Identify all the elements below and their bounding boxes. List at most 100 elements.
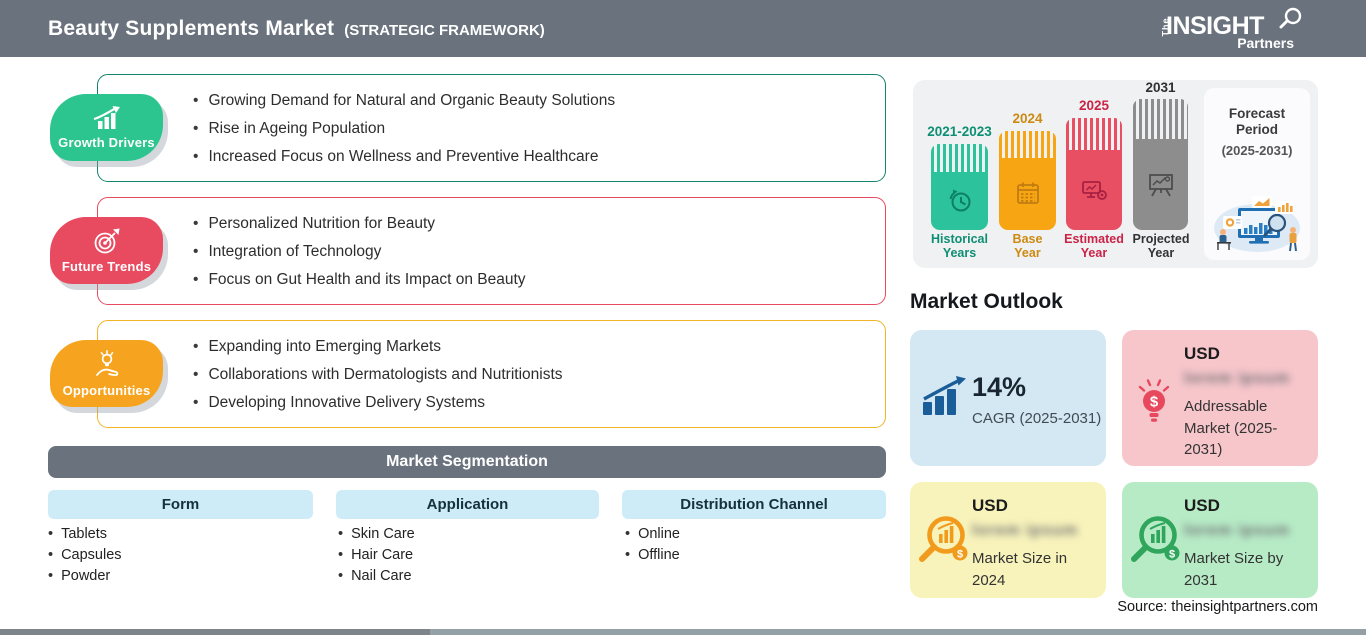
badge-label: Future Trends	[61, 258, 152, 274]
currency-label: USD	[1184, 344, 1220, 363]
timeline-caption: Projected Year	[1132, 232, 1190, 260]
card-label: Market Size in 2024	[972, 550, 1068, 589]
segmentation-title: Market Segmentation	[386, 453, 548, 470]
timeline-caption: Historical Years	[931, 232, 988, 260]
timeline-caption: Base Year	[1012, 232, 1043, 260]
base-year-bar	[999, 131, 1056, 230]
future-trends-badge: Future Trends	[50, 217, 163, 284]
badge-label: Opportunities	[62, 382, 151, 398]
column-header-label: Distribution Channel	[680, 496, 828, 513]
redacted-value: lorem ipsum	[1184, 522, 1291, 539]
form-list: Tablets Capsules Powder	[48, 524, 122, 587]
bar-body	[999, 158, 1056, 230]
opportunities-list: Expanding into Emerging Markets Collabor…	[98, 321, 885, 427]
list-item: Integration of Technology	[193, 242, 865, 262]
bottom-divider-segment	[0, 629, 430, 635]
market-size-2024-card: $ USD lorem ipsum Market Size in 2024	[910, 482, 1106, 598]
estimated-year-bar	[1066, 118, 1122, 230]
bar-stripes	[1133, 99, 1188, 139]
list-item: Increased Focus on Wellness and Preventi…	[193, 147, 865, 167]
bar-chart-growth-icon	[93, 105, 120, 129]
bulb-hand-icon	[95, 349, 118, 376]
addressable-market-card: $ USD lorem ipsum Addressable Market (20…	[1122, 330, 1318, 466]
bottom-divider-bar	[0, 629, 1366, 635]
future-trends-list: Personalized Nutrition for Beauty Integr…	[98, 198, 885, 304]
bar-stripes	[931, 144, 988, 172]
cagr-label: CAGR (2025-2031)	[972, 410, 1102, 427]
column-header-application: Application	[336, 490, 599, 519]
list-item: Offline	[625, 545, 680, 566]
bar-body	[1066, 150, 1122, 230]
list-item: Expanding into Emerging Markets	[193, 337, 865, 357]
forecast-title-line: Period	[1235, 122, 1278, 137]
future-trends-box: Personalized Nutrition for Beauty Integr…	[97, 197, 886, 305]
card-label: Addressable Market (2025-2031)	[1184, 398, 1278, 458]
presentation-chart-icon	[1148, 173, 1173, 196]
list-item: Online	[625, 524, 680, 545]
page-title: Beauty Supplements Market	[48, 16, 335, 40]
logo-insight-text: INSIGHT	[1166, 12, 1264, 40]
redacted-value: lorem ipsum	[1184, 370, 1291, 387]
list-item: Skin Care	[338, 524, 415, 545]
analytics-illustration	[1214, 196, 1300, 252]
list-item: Collaborations with Dermatologists and N…	[193, 365, 865, 385]
growth-drivers-list: Growing Demand for Natural and Organic B…	[98, 75, 885, 181]
bar-stripes	[999, 131, 1056, 158]
badge-label: Growth Drivers	[58, 134, 155, 150]
list-item: Rise in Ageing Population	[193, 119, 865, 139]
magnifier-icon	[1279, 7, 1302, 29]
growth-bars-arrow-icon	[923, 376, 966, 415]
list-item: Focus on Gut Health and its Impact on Be…	[193, 270, 865, 290]
timeline-year-label: 2024	[1012, 111, 1043, 126]
opportunities-badge: Opportunities	[50, 340, 163, 407]
list-item: Nail Care	[338, 566, 415, 587]
list-item: Powder	[48, 566, 122, 587]
segmentation-title-bar: Market Segmentation	[48, 446, 886, 478]
magnifier-chart-icon: $	[919, 516, 968, 562]
timeline-year-label: 2031	[1145, 80, 1176, 95]
forecast-range: (2025-2031)	[1221, 143, 1293, 158]
page-subtitle: (STRATEGIC FRAMEWORK)	[344, 21, 545, 39]
logo-partners-text: Partners	[1237, 35, 1294, 51]
header-bar: Beauty Supplements Market (STRATEGIC FRA…	[0, 0, 1366, 57]
growth-drivers-badge: Growth Drivers	[50, 94, 163, 161]
column-header-label: Form	[161, 496, 200, 513]
market-size-2031-card: $ USD lorem ipsum Market Size by 2031	[1122, 482, 1318, 598]
column-header-label: Application	[426, 496, 509, 513]
insight-partners-logo: The INSIGHT Partners	[1158, 7, 1308, 52]
bar-stripes	[1066, 118, 1122, 150]
growth-drivers-box: Growing Demand for Natural and Organic B…	[97, 74, 886, 182]
application-list: Skin Care Hair Care Nail Care	[338, 524, 415, 587]
timeline-year-label: 2025	[1078, 98, 1110, 113]
cagr-value: 14%	[972, 372, 1027, 402]
list-item: Capsules	[48, 545, 121, 566]
list-item: Personalized Nutrition for Beauty	[193, 214, 865, 234]
redacted-value: lorem ipsum	[972, 522, 1079, 539]
forecast-period-panel: Forecast Period (2025-2031)	[1204, 88, 1310, 260]
market-outlook-title: Market Outlook	[910, 290, 1063, 313]
calendar-icon	[1016, 182, 1039, 204]
svg-text:$: $	[1169, 549, 1175, 561]
list-item: Growing Demand for Natural and Organic B…	[193, 91, 865, 111]
card-label: Market Size by 2031	[1184, 550, 1284, 589]
currency-label: USD	[1184, 496, 1220, 515]
timeline-caption: Estimated Year	[1064, 232, 1124, 260]
column-header-form: Form	[48, 490, 313, 519]
projected-year-bar	[1133, 99, 1188, 230]
forecast-title-line: Forecast	[1228, 106, 1286, 121]
bar-body	[1133, 139, 1188, 230]
timeline-year-label: 2021-2023	[927, 124, 992, 139]
currency-label: USD	[972, 496, 1008, 515]
magnifier-chart-icon: $	[1131, 516, 1180, 562]
distribution-list: Online Offline	[625, 524, 680, 566]
historical-years-bar	[931, 144, 988, 230]
bar-body	[931, 172, 988, 230]
list-item: Developing Innovative Delivery Systems	[193, 393, 865, 413]
forecast-title: Forecast Period	[1204, 106, 1310, 138]
column-header-distribution: Distribution Channel	[622, 490, 886, 519]
clock-history-icon	[949, 189, 970, 212]
monitor-gear-icon	[1082, 180, 1107, 200]
list-item: Hair Care	[338, 545, 415, 566]
bulb-dollar-icon: $	[1138, 379, 1170, 422]
